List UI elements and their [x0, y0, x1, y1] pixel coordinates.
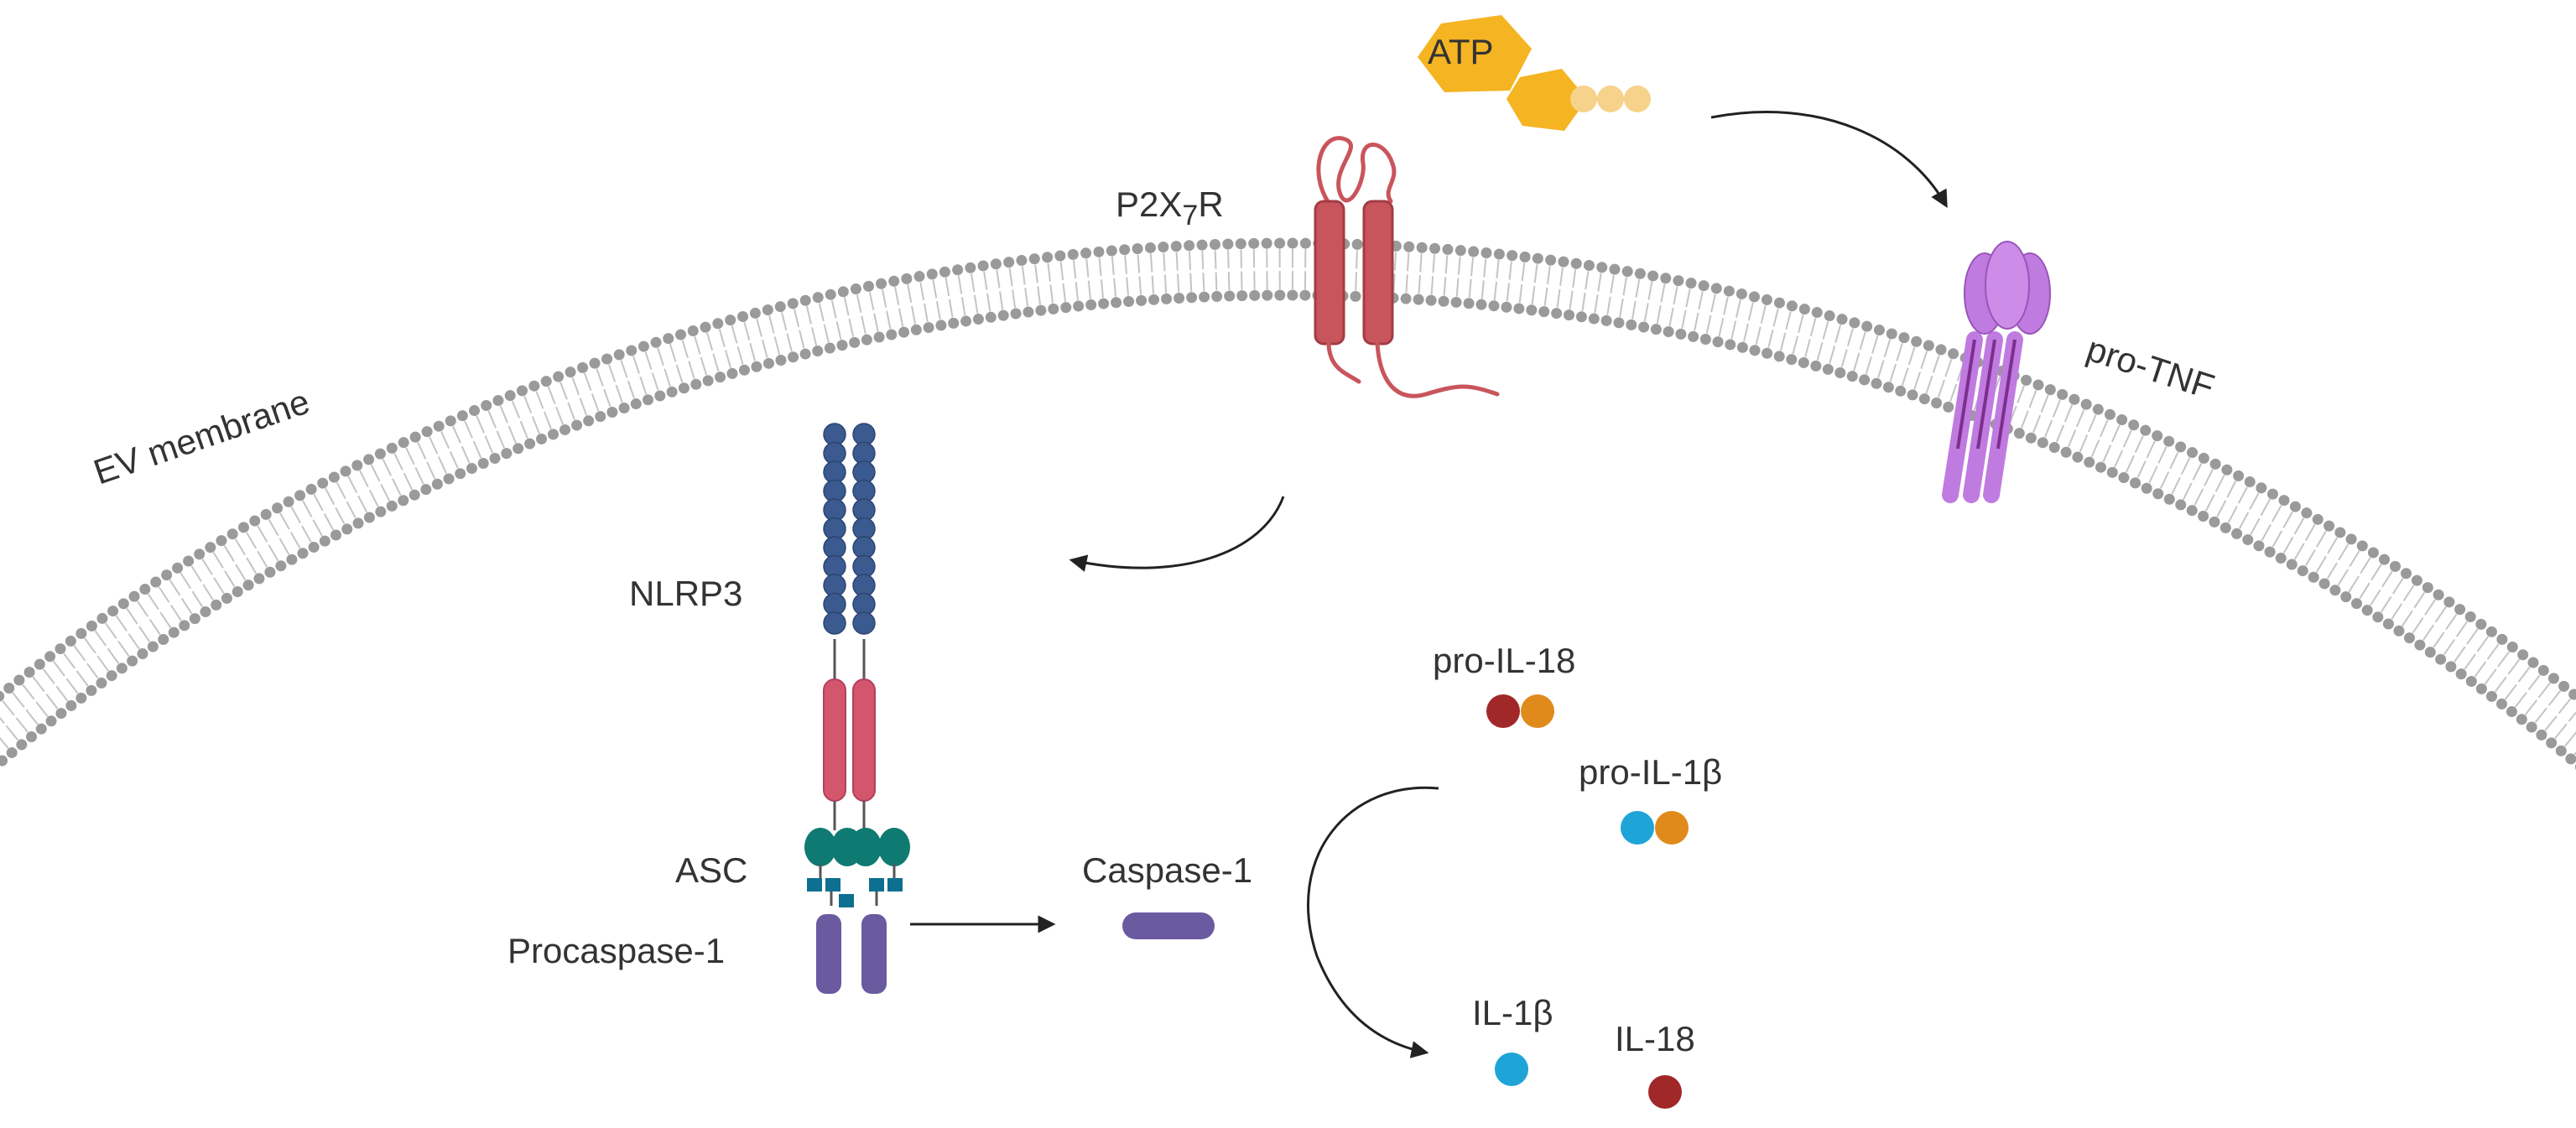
- ev-membrane-label: EV membrane: [89, 382, 315, 492]
- pro-il-1b-subunit-blue: [1621, 811, 1654, 845]
- asc-pyd-3: [850, 828, 882, 866]
- p2x7r-helix-1: [1315, 201, 1344, 344]
- nlrp3-inflammasome: [824, 424, 875, 830]
- il-1b-mature: [1495, 1053, 1528, 1086]
- asc-card-3: [869, 878, 884, 891]
- atp-phosphate-3: [1624, 86, 1651, 112]
- p2x7r-receptor: [1315, 138, 1497, 397]
- asc-card-4: [887, 878, 903, 891]
- atp-phosphate-1: [1570, 86, 1597, 112]
- procaspase-1-domain-2: [861, 914, 887, 994]
- asc-pyd-4: [878, 828, 910, 866]
- p2x7r-label: P2X7R: [1116, 185, 1224, 231]
- caspase-1-enzyme: [1122, 912, 1215, 939]
- pro-tnf-label: pro-TNF: [2082, 329, 2219, 407]
- il-18-mature: [1648, 1075, 1682, 1109]
- procaspase-1-label: Procaspase-1: [507, 931, 725, 970]
- procaspase-1: [816, 914, 887, 994]
- caspase-1-label: Caspase-1: [1082, 850, 1252, 890]
- asc-card-1: [807, 878, 822, 891]
- pro-tnf-head-3: [1985, 242, 2029, 329]
- nlrp3-nacht-domain-1: [824, 679, 846, 801]
- arrow-atp-to-pro-tnf: [1711, 112, 1946, 205]
- pro-il-1b-subunit-orange: [1655, 811, 1689, 845]
- p2x7r-extracellular-loop: [1319, 138, 1394, 203]
- nlrp3-lrr-domain: [824, 424, 875, 634]
- nlrp3-label: NLRP3: [629, 574, 742, 613]
- asc-card-5: [839, 894, 854, 907]
- procaspase-1-domain-1: [816, 914, 841, 994]
- asc-card-2: [825, 878, 840, 891]
- il-18-label: IL-18: [1615, 1019, 1695, 1058]
- atp-label: ATP: [1428, 32, 1494, 71]
- p2x7r-intracellular-tail-2: [1377, 344, 1497, 396]
- arrow-p2x7r-to-nlrp3: [1072, 496, 1283, 568]
- pro-il-1b-label: pro-IL-1β: [1579, 752, 1722, 792]
- asc-label: ASC: [675, 850, 747, 890]
- il-1b-label: IL-1β: [1472, 993, 1553, 1032]
- asc-adaptor: [804, 828, 910, 907]
- p2x7r-helix-2: [1364, 201, 1392, 344]
- pro-il-18-label: pro-IL-18: [1433, 641, 1575, 680]
- atp-phosphate-2: [1597, 86, 1624, 112]
- arrow-cleavage-to-mature-cytokines: [1309, 788, 1439, 1053]
- pro-il-18-subunit-red: [1486, 694, 1520, 728]
- pro-il-18-subunit-orange: [1521, 694, 1554, 728]
- p2x7r-intracellular-tail-1: [1329, 344, 1359, 382]
- nlrp3-nacht-domain-2: [853, 679, 875, 801]
